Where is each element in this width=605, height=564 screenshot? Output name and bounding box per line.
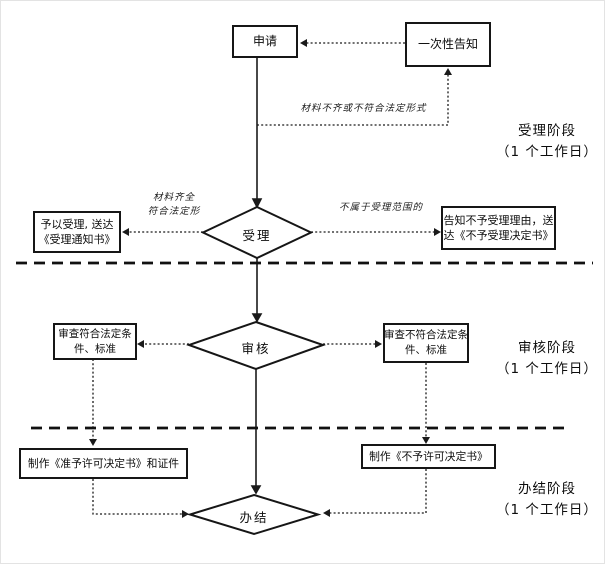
stage-accept-name: 受理阶段 xyxy=(518,123,576,139)
node-make-permit-label: 制作《准予许可决定书》和证件 xyxy=(27,456,180,470)
node-make-deny: 制作《不予许可决定书》 xyxy=(361,444,496,469)
node-fail-line1: 审查不符合法定条 xyxy=(384,329,468,342)
arrowhead-left-icon xyxy=(137,340,144,348)
node-fail: 审查不符合法定条 件、标准 xyxy=(383,323,469,363)
decision-finish-label: 办结 xyxy=(239,510,269,525)
node-pass-line1: 审查符合法定条 xyxy=(58,327,132,340)
stage-label-finish: 办结阶段 （1 个工作日） xyxy=(491,479,603,521)
decision-finish xyxy=(186,493,322,536)
arrowhead-left-icon xyxy=(300,39,307,47)
node-reject: 告知不予受理理由，送 达《不予受理决定书》 xyxy=(441,206,556,250)
arrowhead-down-icon xyxy=(422,437,430,444)
node-reject-line2: 达《不予受理决定书》 xyxy=(443,229,554,242)
node-accept-yes-line1: 予以受理, 送达 xyxy=(40,217,114,231)
edge-permit-to-finish xyxy=(92,479,183,515)
stage-label-review: 审核阶段 （1 个工作日） xyxy=(491,338,603,380)
arrowhead-right-icon xyxy=(375,340,382,348)
stage-accept-duration: （1 个工作日） xyxy=(496,143,598,160)
stage-finish-name: 办结阶段 xyxy=(518,481,576,497)
edge-label-complete: 材料齐全 符合法定形 xyxy=(129,191,219,220)
arrowhead-left-icon xyxy=(323,509,330,517)
arrowhead-down-icon xyxy=(251,313,263,323)
node-pass-line2: 件、标准 xyxy=(74,342,116,355)
edge-label-complete-line2: 符合法定形 xyxy=(147,206,201,218)
stage-finish-duration: （1 个工作日） xyxy=(496,501,598,518)
edge-deny-to-finish xyxy=(329,469,427,514)
node-accept-yes: 予以受理, 送达 《受理通知书》 xyxy=(33,211,121,253)
node-make-deny-label: 制作《不予许可决定书》 xyxy=(369,449,488,463)
decision-accept xyxy=(200,205,314,260)
decision-review-label: 审核 xyxy=(241,341,271,356)
arrowhead-right-icon xyxy=(182,510,189,518)
edge-incomplete-to-notify xyxy=(257,72,449,126)
node-pass: 审查符合法定条 件、标准 xyxy=(53,323,137,360)
arrowhead-up-icon xyxy=(444,68,452,75)
arrowhead-right-icon xyxy=(434,228,441,236)
decision-review xyxy=(185,320,327,371)
node-notify: 一次性告知 xyxy=(405,22,491,67)
node-apply: 申请 xyxy=(232,25,298,58)
stage-label-accept: 受理阶段 （1 个工作日） xyxy=(491,121,603,163)
edge-label-incomplete: 材料不齐或不符合法定形式 xyxy=(300,103,427,114)
node-notify-label: 一次性告知 xyxy=(417,37,478,52)
edge-label-complete-line1: 材料齐全 xyxy=(152,192,195,203)
node-reject-line1: 告知不予受理理由，送 xyxy=(443,213,554,227)
arrowhead-down-icon xyxy=(89,439,97,446)
stage-review-name: 审核阶段 xyxy=(518,340,576,356)
node-accept-yes-line2: 《受理通知书》 xyxy=(38,233,116,246)
edge-label-out-of-scope: 不属于受理范围的 xyxy=(338,202,423,213)
arrowhead-down-icon xyxy=(251,198,263,209)
node-fail-line2: 件、标准 xyxy=(405,344,447,356)
arrowhead-left-icon xyxy=(122,228,129,236)
node-apply-label: 申请 xyxy=(252,34,277,49)
decision-accept-label: 受理 xyxy=(242,228,272,243)
arrowhead-down-icon xyxy=(250,485,262,495)
node-make-permit: 制作《准予许可决定书》和证件 xyxy=(19,448,188,479)
stage-review-duration: （1 个工作日） xyxy=(496,360,598,377)
